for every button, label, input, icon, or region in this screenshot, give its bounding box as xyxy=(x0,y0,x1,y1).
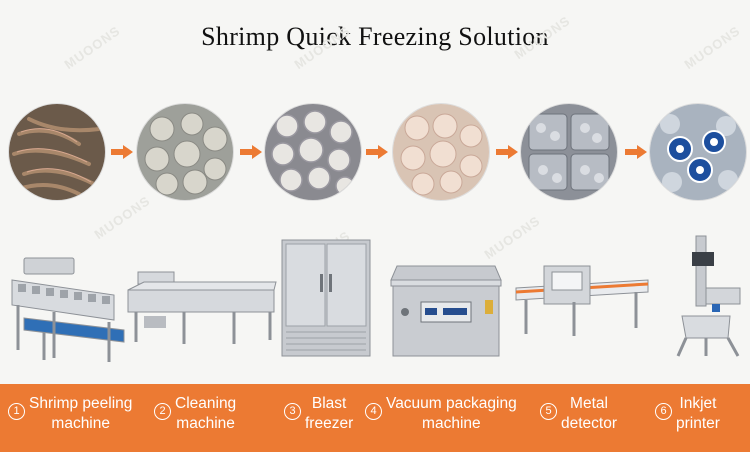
step-number: 6 xyxy=(655,403,672,420)
raw-shrimp-photo xyxy=(9,104,105,200)
arrow-right-icon xyxy=(240,145,262,159)
watermark: MUOONS xyxy=(481,212,543,263)
vacuum-packaging-machine-image xyxy=(390,265,502,357)
step-blast-freezer: 3 Blast freezer xyxy=(284,394,353,434)
watermark: MUOONS xyxy=(91,192,153,243)
step-label-line1: Inkjet xyxy=(679,395,717,412)
step-number: 1 xyxy=(8,403,25,420)
step-label-line1: Cleaning xyxy=(175,395,237,412)
step-cleaning-machine: 2 Cleaning machine xyxy=(154,394,236,434)
step-number: 4 xyxy=(365,403,382,420)
step-label-line2: machine xyxy=(51,415,110,432)
step-label-line2: freezer xyxy=(305,415,354,432)
arrow-right-icon xyxy=(496,145,518,159)
step-label-line1: Metal xyxy=(570,395,608,412)
step-number: 5 xyxy=(540,403,557,420)
peeled-shrimp-photo xyxy=(137,104,233,200)
arrow-right-icon xyxy=(366,145,388,159)
step-label-line2: detector xyxy=(561,415,618,432)
step-label-line2: machine xyxy=(176,415,235,432)
step-label-line1: Blast xyxy=(311,395,347,412)
cleaning-machine-image xyxy=(127,271,277,344)
step-label-line1: Vacuum packaging xyxy=(386,395,517,412)
step-shrimp-peeling-machine: 1 Shrimp peeling machine xyxy=(8,394,132,434)
step-number: 2 xyxy=(154,403,171,420)
step-inkjet-printer: 6 Inkjet printer xyxy=(655,394,720,434)
frozen-shrimp-photo xyxy=(393,104,489,200)
step-label-line2: machine xyxy=(422,415,481,432)
packaged-shrimp-photo xyxy=(521,104,617,200)
step-metal-detector: 5 Metal detector xyxy=(540,394,617,434)
page-title: Shrimp Quick Freezing Solution xyxy=(201,22,549,51)
step-label-line2: printer xyxy=(676,415,720,432)
arrow-right-icon xyxy=(111,145,133,159)
labeled-shrimp-photo xyxy=(650,104,746,200)
inkjet-printer-image xyxy=(676,235,741,357)
blast-freezer-image xyxy=(281,239,371,357)
cleaned-shrimp-photo xyxy=(265,104,361,200)
arrow-right-icon xyxy=(625,145,647,159)
shrimp-peeling-machine-image xyxy=(11,257,125,362)
step-vacuum-packaging-machine: 4 Vacuum packaging machine xyxy=(365,394,517,434)
metal-detector-image xyxy=(515,265,649,336)
step-label-line1: Shrimp peeling xyxy=(29,395,133,412)
step-number: 3 xyxy=(284,403,301,420)
